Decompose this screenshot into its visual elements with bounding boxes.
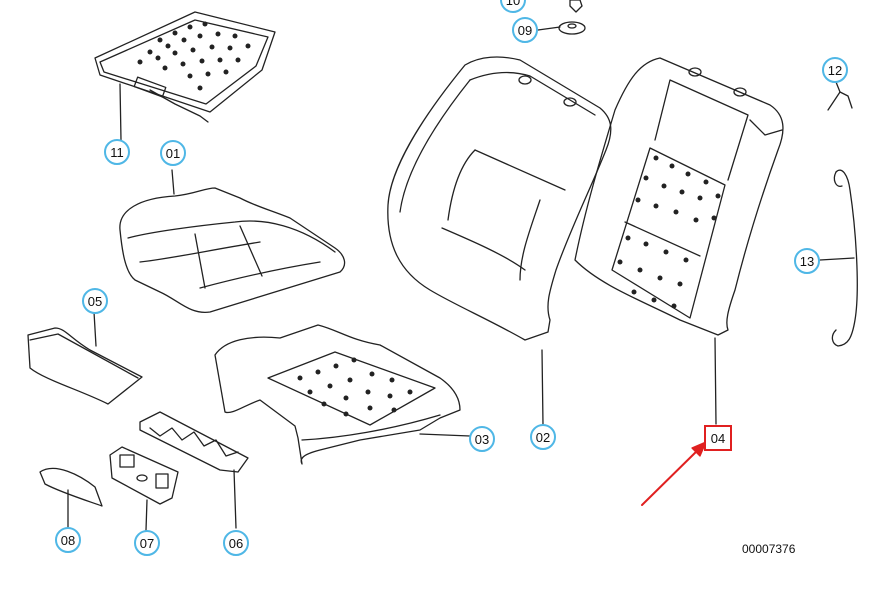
front-trim-drawing	[28, 312, 142, 404]
callout-03[interactable]: 03	[469, 426, 495, 452]
wire-spring-drawing	[820, 170, 857, 346]
callout-09[interactable]: 09	[512, 17, 538, 43]
heating-mat-holes	[137, 21, 251, 91]
heating-mat-drawing	[95, 12, 275, 140]
callout-05[interactable]: 05	[82, 288, 108, 314]
clip-drawing	[570, 0, 582, 12]
callout-01[interactable]: 01	[160, 140, 186, 166]
seat-cushion-drawing	[120, 170, 345, 312]
connector-bracket-drawing	[140, 412, 248, 528]
backrest-frame-drawing	[575, 58, 783, 424]
washer-drawing	[538, 22, 585, 34]
diagram-id-label: 00007376	[742, 542, 796, 556]
hook-clip-drawing	[828, 82, 852, 110]
callout-11[interactable]: 11	[104, 139, 130, 165]
callout-08[interactable]: 08	[55, 527, 81, 553]
callout-04-highlighted[interactable]: 04	[704, 425, 732, 451]
callout-13[interactable]: 13	[794, 248, 820, 274]
seat-pan-drawing	[215, 325, 470, 464]
callout-07[interactable]: 07	[134, 530, 160, 556]
backrest-frame-holes	[617, 155, 721, 309]
backrest-cover-drawing	[388, 57, 611, 425]
highlight-arrow	[641, 441, 707, 506]
callout-02[interactable]: 02	[530, 424, 556, 450]
callout-06[interactable]: 06	[223, 530, 249, 556]
switch-plate-drawing	[110, 447, 178, 530]
callout-12[interactable]: 12	[822, 57, 848, 83]
seat-pan-holes	[297, 357, 413, 417]
side-trim-drawing	[40, 468, 102, 528]
